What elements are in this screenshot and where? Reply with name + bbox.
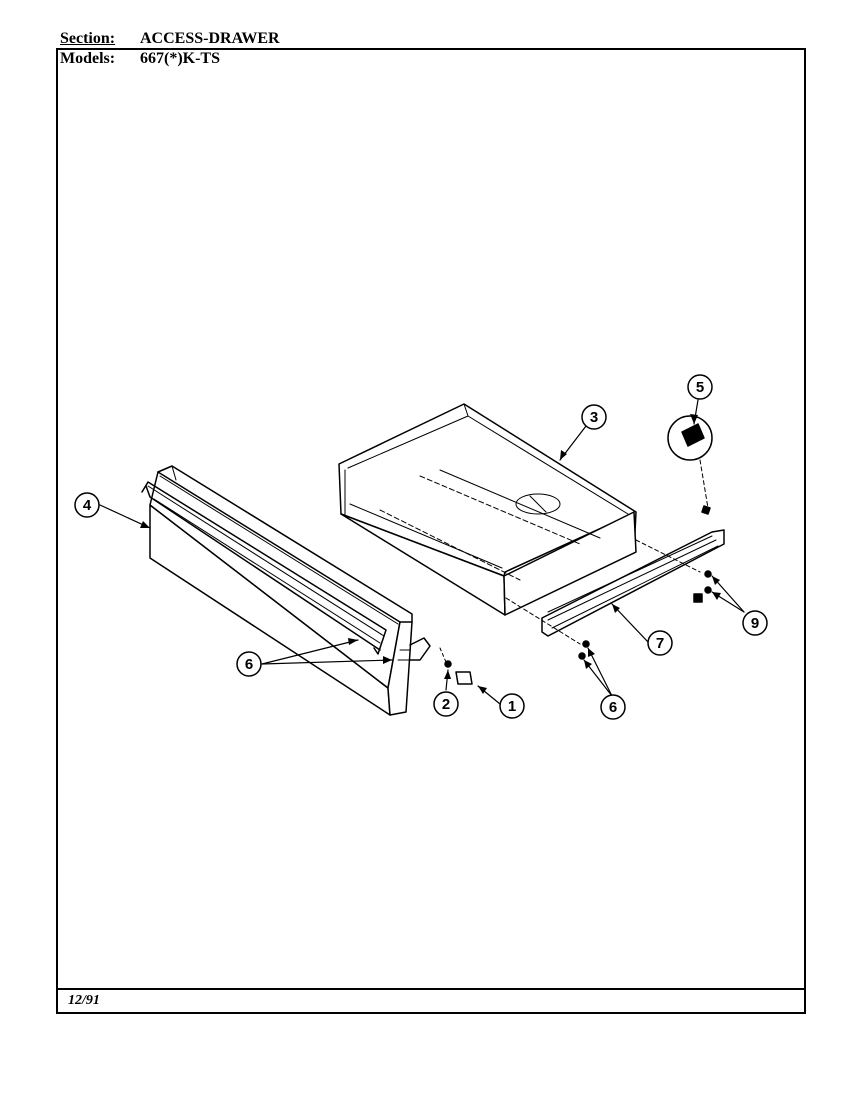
callout-6-right-label: 6 <box>609 699 617 716</box>
callout-6-left: 6 <box>236 651 262 677</box>
callout-6-left-label: 6 <box>245 656 253 673</box>
callout-4: 4 <box>74 492 100 518</box>
slide-rail <box>541 529 725 637</box>
callout-3: 3 <box>581 404 607 430</box>
callout-9-label: 9 <box>751 615 759 632</box>
callout-6-right: 6 <box>600 694 626 720</box>
footer-date: 12/91 <box>68 993 100 1008</box>
callout-5-label: 5 <box>696 379 704 396</box>
models-label: Models: <box>60 50 116 67</box>
callout-1: 1 <box>499 693 525 719</box>
footer-rule <box>56 988 804 990</box>
callout-7: 7 <box>647 630 673 656</box>
models-row: Models: 667(*)K-TS <box>60 50 220 68</box>
diagram-frame <box>56 48 806 1014</box>
callout-3-label: 3 <box>590 409 598 426</box>
rail-stop-detail <box>667 415 713 515</box>
callout-9: 9 <box>742 610 768 636</box>
section-row: Section: ACCESS-DRAWER <box>60 30 280 48</box>
callout-4-label: 4 <box>83 497 92 514</box>
small-hardware <box>439 539 712 685</box>
drawer-body <box>338 403 637 616</box>
callout-2: 2 <box>433 691 459 717</box>
section-value: ACCESS-DRAWER <box>140 30 280 47</box>
callout-1-label: 1 <box>508 698 516 715</box>
callout-2-label: 2 <box>442 696 450 713</box>
callout-7-label: 7 <box>656 635 664 652</box>
models-value: 667(*)K-TS <box>140 50 220 67</box>
callout-5: 5 <box>687 374 713 400</box>
section-label: Section: <box>60 30 116 47</box>
leader-lines <box>99 399 745 705</box>
